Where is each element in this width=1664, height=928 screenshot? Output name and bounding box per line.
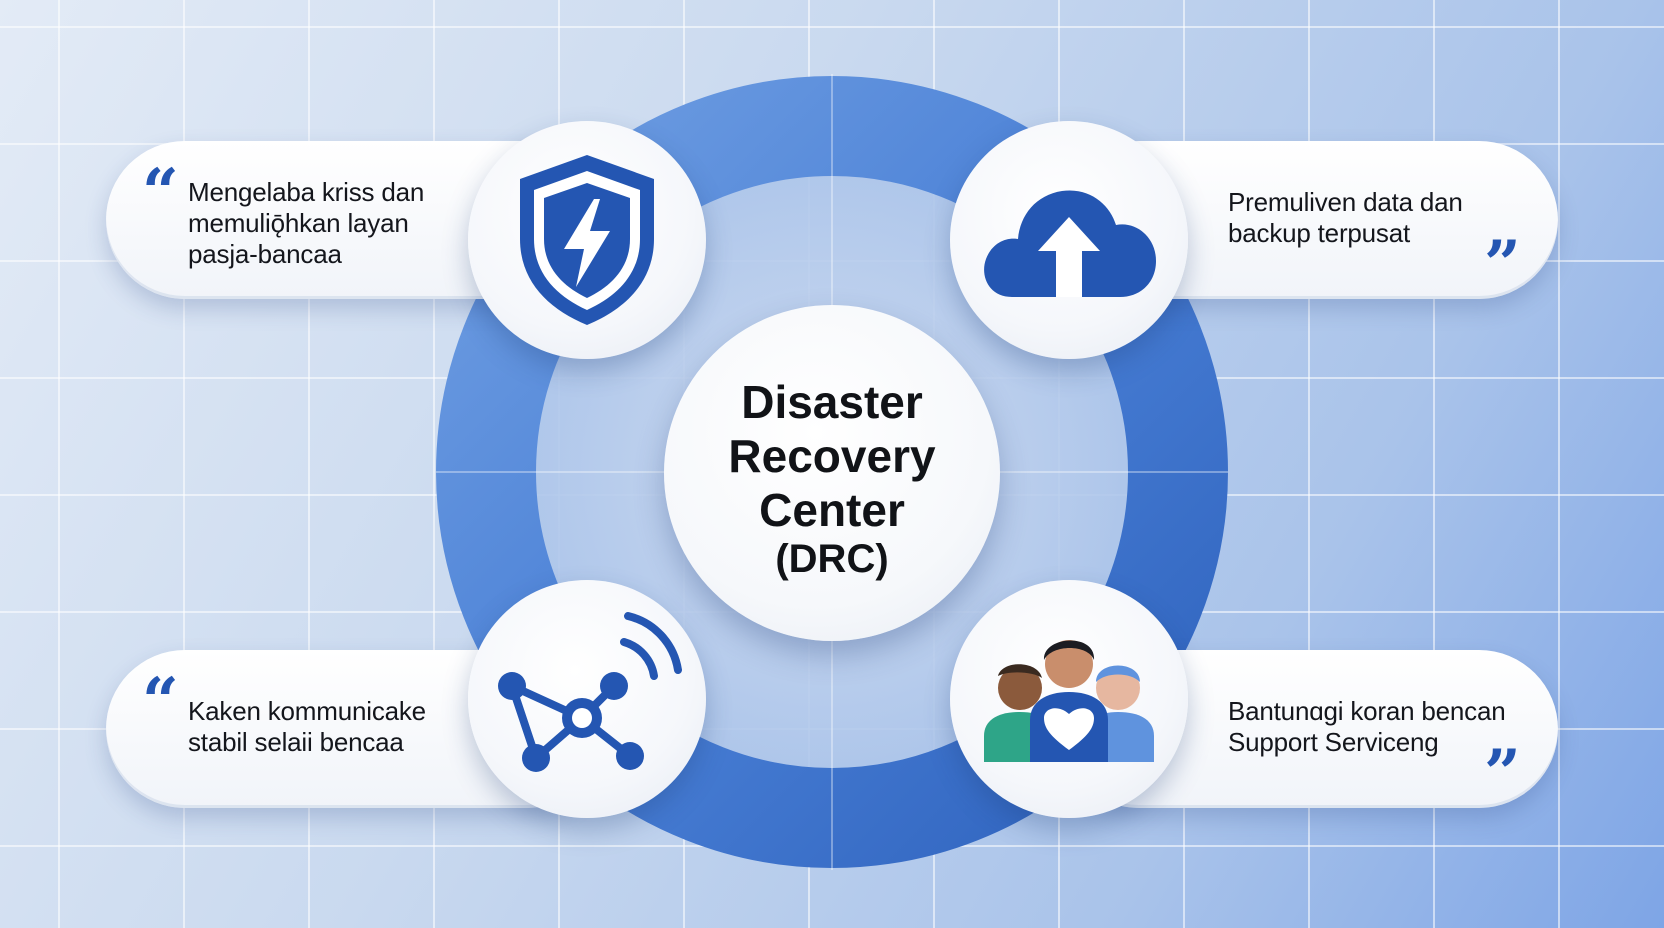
feature-text-communication: Kaken kommunicake stabil selaii bencaa	[188, 696, 426, 757]
cloud-upload-icon	[950, 121, 1188, 359]
people-heart-icon	[950, 580, 1188, 818]
feature-text-support: Bantunɑgi koran bencan Support Serviceng	[1228, 696, 1506, 757]
feature-text-data-backup: Premuliven data dan backup terpusat	[1228, 187, 1463, 248]
close-quote-icon: ”	[1484, 736, 1521, 811]
center-hub: Disaster Recovery Center (DRC)	[664, 305, 1000, 641]
network-signal-icon	[468, 580, 706, 818]
shield-lightning-icon	[468, 121, 706, 359]
feature-text-crisis-management: Mengelaba kriss dan memuliǭhkan layan pa…	[188, 177, 425, 269]
center-subtitle: (DRC)	[775, 537, 889, 581]
center-title: Disaster Recovery Center	[728, 376, 936, 536]
open-quote-icon: “	[142, 664, 179, 739]
close-quote-icon: ”	[1484, 227, 1521, 302]
open-quote-icon: “	[142, 155, 179, 230]
